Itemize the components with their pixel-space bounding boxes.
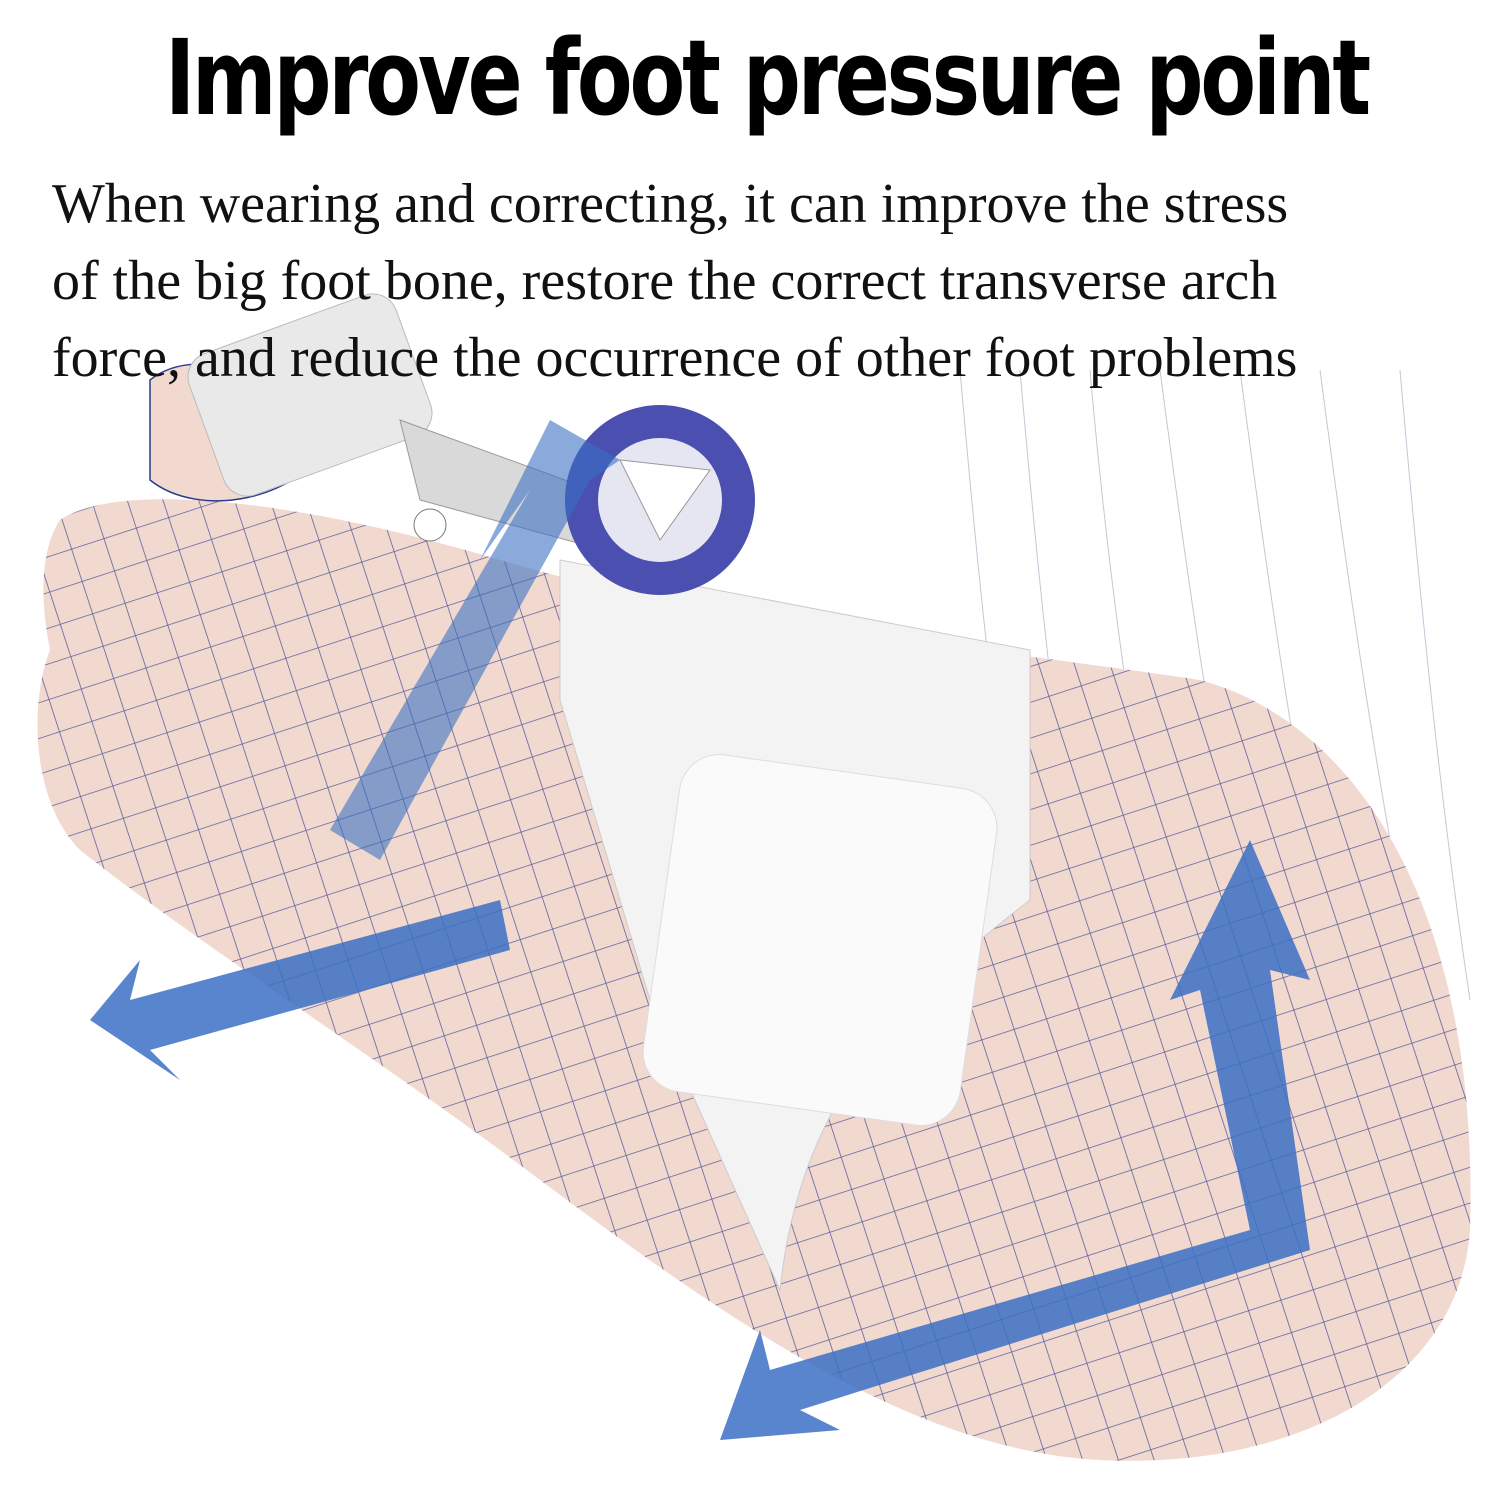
headline: Improve foot pressure point — [165, 17, 1371, 139]
description-line: of the big foot bone, restore the correc… — [52, 250, 1278, 312]
description: When wearing and correcting, it can impr… — [52, 166, 1472, 397]
arrow-icon — [720, 840, 1310, 1440]
description-line: When wearing and correcting, it can impr… — [52, 173, 1289, 235]
arrow-icon — [330, 420, 620, 860]
force-arrows — [90, 420, 1310, 1440]
toe-brace — [187, 293, 1031, 1292]
description-line: force, and reduce the occurrence of othe… — [52, 327, 1298, 389]
arrow-icon — [90, 900, 510, 1080]
